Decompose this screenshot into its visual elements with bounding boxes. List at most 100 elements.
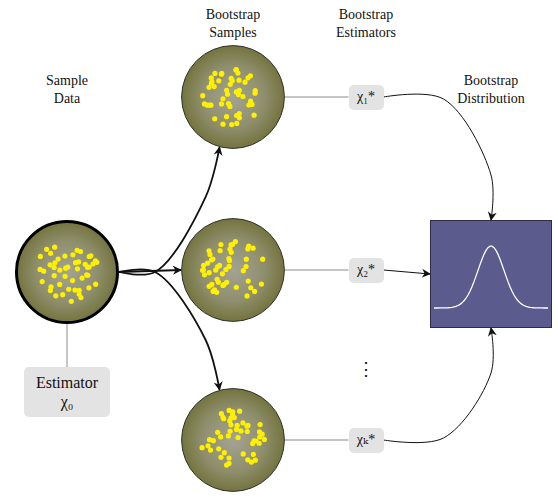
sample-point — [252, 91, 257, 96]
sample-point — [93, 282, 98, 287]
sample-point — [228, 422, 233, 427]
sample-point — [216, 446, 221, 451]
sample-point — [241, 451, 246, 456]
sample-point — [217, 263, 222, 268]
sample-point — [251, 246, 256, 251]
sample-point — [80, 275, 85, 280]
ellipsis-mark: ⋮ — [357, 360, 375, 378]
sample-point — [262, 437, 267, 442]
sample-point — [248, 285, 253, 290]
sample-point — [244, 257, 249, 262]
sample-point — [206, 248, 211, 253]
sample-point — [209, 79, 214, 84]
sample-point — [62, 253, 67, 258]
sample-point — [48, 262, 53, 267]
sample-point — [227, 408, 232, 413]
bell-curve — [434, 246, 548, 308]
sample-point — [226, 101, 231, 106]
link-line — [285, 97, 349, 98]
sample-point — [226, 461, 231, 466]
sample-point — [57, 267, 62, 272]
resample-arrow — [384, 94, 494, 220]
sample-point — [233, 67, 238, 72]
sample-point — [224, 114, 229, 119]
sample-point — [212, 84, 217, 89]
sample-point — [246, 243, 251, 248]
sample-point — [241, 268, 246, 273]
sample-point — [226, 455, 231, 460]
sample-point — [44, 247, 49, 252]
text-stack — [181, 45, 285, 149]
sample-point — [245, 423, 250, 428]
sample-point — [74, 248, 79, 253]
sample-point — [235, 435, 240, 440]
sample-point — [232, 415, 237, 420]
sample-point — [65, 264, 70, 269]
sample-point — [223, 267, 228, 272]
sample-point — [245, 457, 250, 462]
sample-point — [72, 287, 77, 292]
petri-dish — [15, 220, 119, 324]
sample-point — [52, 245, 57, 250]
estimator-symbol: χ₂* — [357, 262, 375, 279]
sample-point — [209, 257, 214, 262]
sample-point — [234, 121, 239, 126]
estimator-symbol: χ₁* — [357, 89, 375, 106]
sample-point — [53, 293, 58, 298]
column-heading: Bootstrap Samples — [193, 6, 273, 41]
sample-point — [238, 428, 243, 433]
sample-point — [201, 263, 206, 268]
sample-point — [246, 278, 251, 283]
petri-dish — [181, 388, 285, 492]
sample-point — [246, 102, 251, 107]
sample-point — [218, 434, 223, 439]
distribution-plot — [430, 220, 552, 328]
link-line — [67, 324, 68, 367]
sample-point — [206, 85, 211, 90]
link-line — [285, 440, 349, 441]
sample-point — [226, 433, 231, 438]
sample-point — [224, 88, 229, 93]
sample-point — [219, 411, 224, 416]
sample-point — [218, 455, 223, 460]
estimator-box: χₖ* — [349, 428, 384, 453]
estimator-symbol: χ₀ — [61, 392, 74, 411]
sample-point — [240, 94, 245, 99]
column-heading: Sample Data — [32, 72, 102, 107]
sample-point — [242, 80, 247, 85]
sample-point — [251, 113, 256, 118]
sample-point — [236, 92, 241, 97]
sample-point — [70, 252, 75, 257]
estimator-box: χ₂* — [349, 258, 384, 283]
text-stack: χ₂* — [349, 258, 384, 283]
sample-point — [260, 432, 265, 437]
sample-point — [205, 103, 210, 108]
petri-dish — [181, 45, 285, 149]
sample-point — [234, 427, 239, 432]
estimator-box: Estimatorχ₀ — [24, 367, 110, 417]
resample-arrow — [384, 270, 431, 274]
sample-point — [236, 78, 241, 83]
sample-point — [70, 278, 75, 283]
sample-point — [60, 292, 65, 297]
text-stack: Estimatorχ₀ — [24, 367, 110, 417]
sample-point — [207, 437, 212, 442]
sample-point — [218, 242, 223, 247]
sample-point — [219, 71, 224, 76]
sample-point — [260, 257, 265, 262]
dish-outline — [182, 389, 285, 492]
sample-circle: Sample Data — [15, 220, 119, 324]
sample-point — [69, 299, 74, 304]
sample-point — [52, 273, 57, 278]
sample-point — [40, 279, 45, 284]
sample-point — [213, 267, 218, 272]
dish-outline — [17, 222, 118, 323]
sample-point — [216, 280, 221, 285]
sample-point — [224, 280, 229, 285]
sample-point — [222, 450, 227, 455]
sample-point — [228, 82, 233, 87]
dish-outline — [182, 46, 285, 149]
estimator-box: Bootstrap Estimatorsχ₁* — [349, 85, 384, 110]
sample-point — [253, 458, 258, 463]
